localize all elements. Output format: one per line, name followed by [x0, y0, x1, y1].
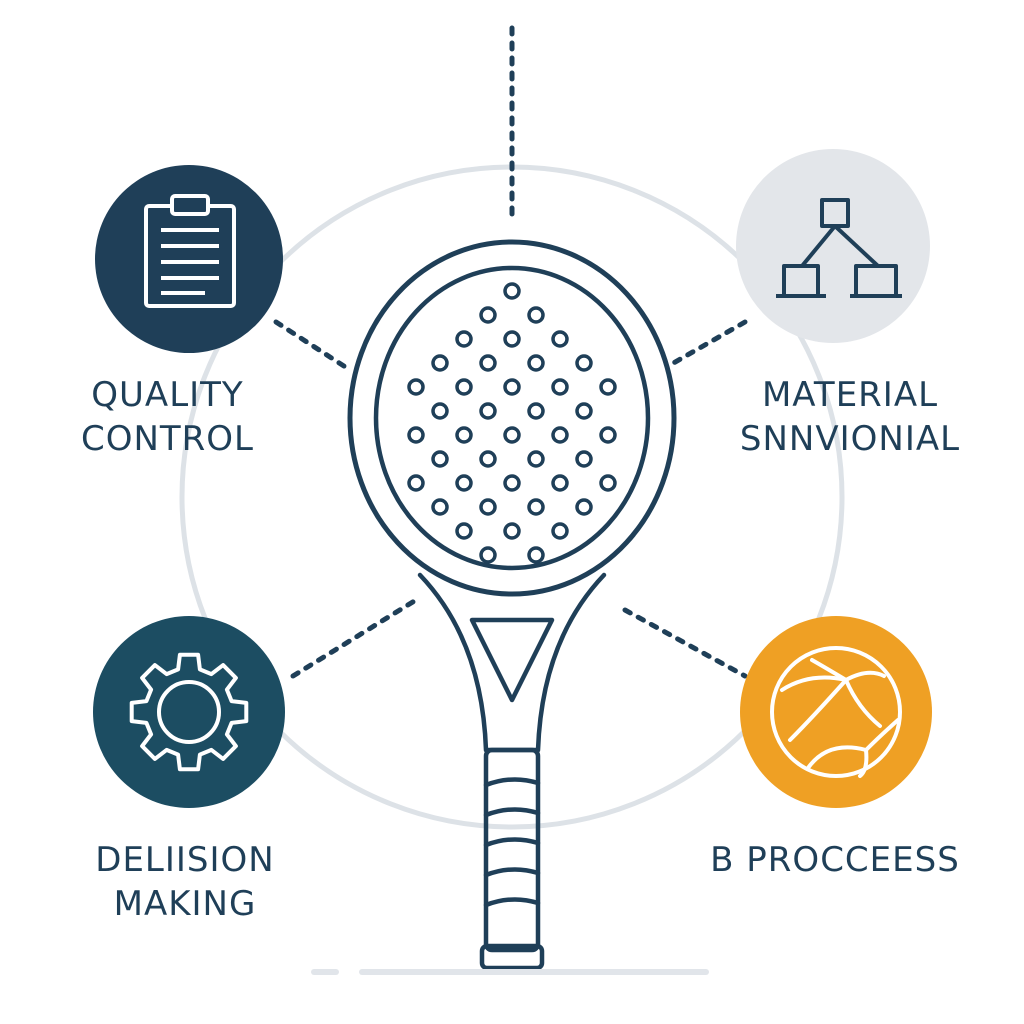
material-label-line1: MATERIAL	[761, 375, 939, 415]
process-node	[740, 616, 932, 808]
racket-hole	[503, 282, 521, 300]
racket-hole	[503, 330, 521, 348]
clipboard-icon	[144, 194, 236, 308]
racket-hole	[551, 474, 569, 492]
racket-hole	[479, 354, 497, 372]
racket-hole	[407, 474, 425, 492]
racket-hole	[551, 426, 569, 444]
process-label: B PROCCEESS	[700, 838, 970, 882]
quality-control-label-line2: CONTROL	[80, 419, 255, 459]
racket-hole	[431, 402, 449, 420]
racket-hole	[479, 450, 497, 468]
connector-lines	[273, 25, 748, 679]
decision-making-label-line2: MAKING	[113, 884, 257, 924]
process-label-line1: B PROCCEESS	[710, 840, 960, 880]
quality-control-label: QUALITY CONTROL	[60, 373, 275, 461]
connector-top-right	[667, 319, 748, 368]
racket-hole	[479, 402, 497, 420]
racket-hole	[503, 426, 521, 444]
racket-hole	[455, 522, 473, 540]
racket-hole	[575, 450, 593, 468]
decision-making-label-line1: DELIISION	[95, 840, 275, 880]
racket-hole	[455, 426, 473, 444]
racket-hole	[599, 426, 617, 444]
racket-hole	[527, 402, 545, 420]
racket-hole	[503, 522, 521, 540]
racket-hole	[599, 474, 617, 492]
quality-control-node	[95, 165, 283, 353]
material-node	[736, 149, 930, 343]
racket-hole	[575, 354, 593, 372]
connector-top-left	[273, 319, 353, 373]
racket-hole	[479, 546, 497, 564]
padel-racket-icon	[347, 239, 677, 971]
racket-hole	[527, 306, 545, 324]
volleyball-icon	[770, 646, 902, 778]
racket-hole	[527, 498, 545, 516]
gear-icon	[129, 652, 249, 772]
racket-hole	[431, 354, 449, 372]
racket-hole	[599, 378, 617, 396]
connector-bottom-left	[290, 597, 419, 679]
racket-hole	[479, 306, 497, 324]
racket-hole	[503, 378, 521, 396]
racket-hole	[407, 426, 425, 444]
material-label: MATERIAL SNNVIONIAL	[730, 373, 970, 461]
racket-hole	[551, 378, 569, 396]
racket-hole	[431, 450, 449, 468]
racket-hole	[527, 450, 545, 468]
racket-hole	[455, 330, 473, 348]
connector-bottom-right	[622, 607, 748, 679]
racket-hole	[407, 378, 425, 396]
quality-control-label-line1: QUALITY	[91, 375, 244, 415]
racket-hole	[551, 330, 569, 348]
racket-hole	[431, 498, 449, 516]
decision-making-label: DELIISION MAKING	[75, 838, 295, 926]
racket-hole	[479, 498, 497, 516]
racket-hole	[527, 546, 545, 564]
racket-hole	[551, 522, 569, 540]
racket-hole	[575, 498, 593, 516]
material-label-line2: SNNVIONIAL	[739, 419, 961, 459]
racket-hole	[455, 378, 473, 396]
racket-hole	[503, 474, 521, 492]
decision-making-node	[93, 616, 285, 808]
racket-holes	[407, 282, 617, 564]
racket-hole	[455, 474, 473, 492]
hierarchy-icon	[776, 198, 902, 298]
racket-hole	[527, 354, 545, 372]
racket-hole	[575, 402, 593, 420]
